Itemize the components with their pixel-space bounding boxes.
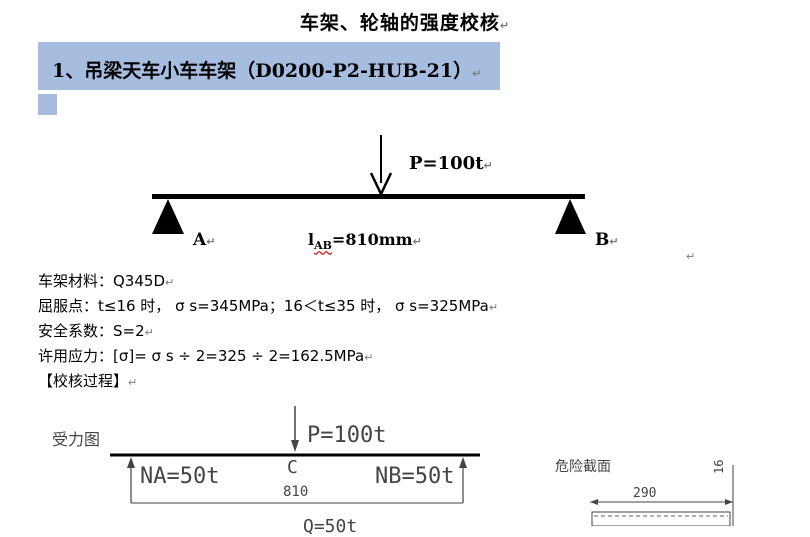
support-b-label: B↵ (595, 230, 619, 250)
yield-point-line: 屈服点：t≤16 时， σ s=345MPa；16＜t≤35 时， σ s=32… (38, 297, 499, 315)
simply-supported-beam-figure (152, 135, 586, 234)
force-load-arrow-head (291, 440, 299, 452)
width-arrow-right (725, 499, 733, 505)
beam (152, 194, 585, 199)
paragraph-mark: ↵ (686, 250, 696, 263)
section-heading: 1、吊梁天车小车车架（D0200-P2-HUB-21）↵ (52, 60, 482, 82)
width-arrow-left (590, 499, 598, 505)
section-caption: 危险截面 (555, 459, 611, 475)
selection-mark (38, 94, 57, 115)
safety-factor-line: 安全系数：S=2↵ (38, 322, 154, 340)
load-label: P=100t↵ (409, 153, 493, 174)
force-load-label: P=100t (307, 423, 387, 448)
material-line: 车架材料：Q345D↵ (38, 272, 175, 290)
cut-off-text: Q=50t (303, 516, 358, 537)
document-title: 车架、轮轴的强度校核↵ (299, 12, 511, 34)
figure-layer (110, 135, 734, 526)
point-c-label: C (287, 457, 298, 478)
force-diagram-caption: 受力图 (52, 430, 101, 449)
reaction-b-label: NB=50t (375, 464, 455, 489)
section-sketch (590, 465, 734, 526)
reaction-b-arrow-head (459, 457, 467, 468)
support-b (555, 199, 586, 234)
reaction-a-arrow-head (127, 457, 135, 468)
section-width-label: 290 (633, 486, 657, 501)
support-a-label: A↵ (193, 230, 216, 250)
support-a (152, 199, 184, 234)
section-thickness-label: 16 (712, 459, 726, 474)
span-label: lAB=810mm↵ (308, 230, 422, 253)
heading-highlight (38, 42, 500, 90)
allowable-stress-line: 许用应力：[σ]= σ s ÷ 2=325 ÷ 2=162.5MPa↵ (38, 347, 374, 365)
process-heading: 【校核过程】↵ (38, 372, 138, 390)
flange-plate (591, 511, 731, 526)
force-diagram (110, 406, 480, 504)
span-dimension-label: 810 (283, 484, 309, 500)
reaction-a-label: NA=50t (140, 464, 220, 489)
